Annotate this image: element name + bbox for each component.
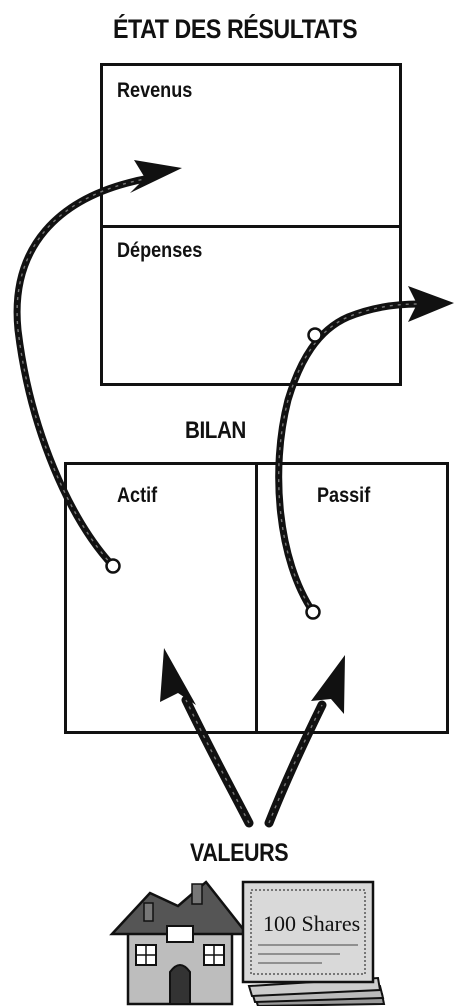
depenses-label: Dépenses [117, 239, 203, 262]
passif-label: Passif [317, 484, 371, 507]
actif-arrow-origin [105, 558, 121, 574]
depenses-crossing-marker [307, 327, 323, 343]
balance-sheet-divider [255, 465, 258, 731]
house-icon [109, 880, 250, 1006]
income-statement-title: ÉTAT DES RÉSULTATS [113, 14, 358, 44]
passif-arrow-origin [305, 604, 321, 620]
valeurs-to-passif-arrow [264, 655, 345, 828]
passif-to-depenses-arrow [275, 286, 454, 620]
revenus-label: Revenus [117, 79, 193, 102]
valeurs-title: VALEURS [190, 839, 289, 867]
valeurs-to-actif-arrow [160, 648, 254, 828]
certificate-text: 100 Shares [263, 911, 360, 936]
balance-sheet-title: BILAN [185, 417, 246, 444]
actif-label: Actif [117, 484, 158, 507]
balance-sheet-box [64, 462, 449, 734]
income-statement-box [100, 63, 402, 386]
stock-certificate-stack-icon: 100 Shares [241, 880, 386, 1006]
actif-to-revenus-arrow [13, 160, 182, 574]
income-statement-divider [103, 225, 399, 228]
